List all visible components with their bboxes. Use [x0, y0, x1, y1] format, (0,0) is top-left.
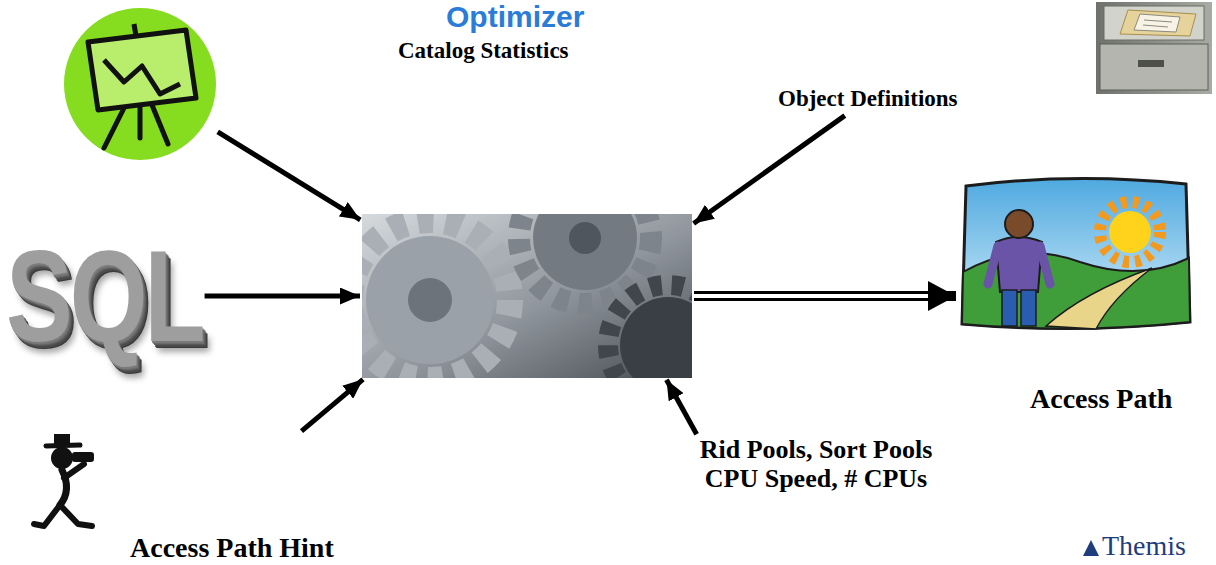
logo-wordmark: Themis — [1102, 531, 1186, 562]
gears-picture — [362, 214, 692, 378]
arrow — [694, 116, 845, 224]
figure-leg — [60, 505, 92, 526]
gear-body — [533, 214, 637, 290]
statistics-node: Catalog Statistics — [64, 8, 216, 160]
person-arm — [988, 246, 998, 284]
statistics-icon — [64, 8, 216, 160]
sun — [1109, 211, 1151, 253]
node-label: Access Path — [1030, 383, 1172, 415]
arrow-line — [694, 291, 956, 301]
node-label: Catalog Statistics — [398, 38, 569, 64]
optimizer-gears — [362, 214, 692, 378]
double-arrow — [694, 296, 956, 297]
open-drawer — [1104, 6, 1204, 40]
gear-teeth — [362, 220, 510, 378]
folder — [1120, 10, 1196, 36]
letter-line — [1144, 20, 1172, 22]
resource-note: Rid Pools, Sort Pools CPU Speed, # CPUs — [690, 436, 942, 493]
cabinet-body — [1096, 2, 1212, 94]
arrow — [218, 132, 361, 220]
easel-leg — [104, 108, 124, 148]
road — [1046, 268, 1152, 329]
sun-rays — [1100, 202, 1160, 262]
arrow — [302, 379, 364, 431]
person-shirt — [996, 237, 1042, 292]
gear-teeth — [608, 285, 692, 378]
gear-body — [620, 297, 692, 378]
gear-body — [366, 236, 494, 364]
arrow — [205, 296, 360, 297]
title-block: Optimizer — [446, 0, 584, 33]
person-leg — [1002, 290, 1017, 326]
sql-wordart: SQL — [6, 231, 203, 361]
letter-line — [1143, 25, 1168, 27]
arrow-line — [694, 116, 845, 224]
figure-leg — [34, 505, 60, 526]
drawer-handle — [1138, 60, 1164, 67]
file-cabinet-picture — [1096, 2, 1212, 94]
easel-leg — [152, 105, 168, 144]
arrow-inner-gap — [694, 294, 928, 298]
hat-brim — [46, 445, 80, 446]
node-label: Rid Pools, Sort Pools CPU Speed, # CPUs — [690, 436, 942, 493]
gear-hub — [569, 222, 601, 254]
arrow-line — [218, 132, 361, 220]
figure-head — [51, 447, 73, 469]
cabinet-drawer — [1100, 44, 1208, 90]
letter — [1134, 14, 1180, 32]
person-leg — [1021, 290, 1036, 326]
sky-frame — [962, 178, 1190, 328]
figure-arm — [64, 464, 84, 478]
logo-icon — [1083, 540, 1099, 556]
person-arm — [1040, 246, 1050, 284]
arrow-line — [666, 380, 696, 435]
chart-line — [104, 60, 180, 94]
access-path-node: Access Path — [958, 178, 1192, 330]
access-path-picture — [962, 178, 1190, 329]
slide-title: Optimizer — [446, 0, 584, 33]
arrow-line — [205, 294, 360, 299]
access-path-hint-node: Access Path Hint — [30, 425, 300, 530]
easel-top — [134, 24, 136, 36]
arrow-line — [302, 379, 364, 431]
logo-triangle — [1083, 540, 1099, 556]
node-label: Access Path Hint — [130, 533, 334, 562]
hint-figure — [34, 434, 94, 526]
object-definitions-node: Object Definitions — [776, 84, 960, 114]
green-disc — [64, 8, 216, 160]
easel-board — [88, 30, 196, 110]
arrow — [666, 380, 696, 435]
person-head — [1005, 210, 1033, 238]
node-label: Object Definitions — [778, 86, 958, 112]
easel-leg — [138, 106, 143, 138]
binoculars — [72, 452, 94, 462]
logo-wordmark: Themis — [1102, 531, 1186, 562]
gear-hub — [408, 278, 452, 322]
node-label: SQL — [6, 231, 203, 361]
